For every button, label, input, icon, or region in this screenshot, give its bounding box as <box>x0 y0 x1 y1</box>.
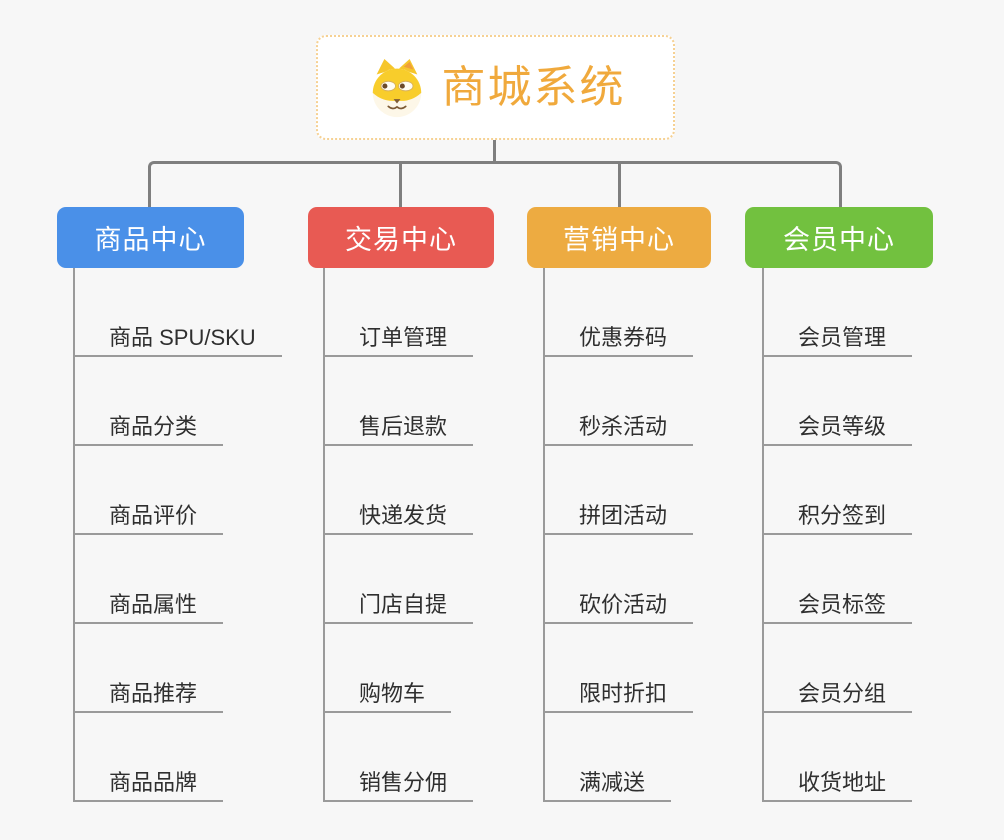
branch-items-marketing-center: 优惠券码 秒杀活动 拼团活动 砍价活动 限时折扣 满减送 <box>543 268 694 802</box>
item-label: 收货地址 <box>798 770 887 795</box>
mindmap-item[interactable]: 收货地址 <box>764 713 913 802</box>
mindmap-item[interactable]: 会员等级 <box>764 357 913 446</box>
item-label: 会员等级 <box>798 414 887 439</box>
item-label: 会员分组 <box>798 681 887 706</box>
branch-label: 会员中心 <box>783 225 895 255</box>
item-label: 销售分佣 <box>359 770 448 795</box>
branch-node-member-center[interactable]: 会员中心 <box>745 207 933 268</box>
mindmap-item[interactable]: 秒杀活动 <box>545 357 694 446</box>
connector-drop-marketing <box>618 163 621 207</box>
item-label: 会员管理 <box>798 325 887 350</box>
item-label: 限时折扣 <box>579 681 668 706</box>
connector-elbow-right <box>495 161 842 207</box>
item-label: 积分签到 <box>798 503 887 528</box>
connector-drop-trade <box>399 163 402 207</box>
mindmap-item[interactable]: 销售分佣 <box>325 713 474 802</box>
item-label: 拼团活动 <box>579 503 668 528</box>
branch-node-trade-center[interactable]: 交易中心 <box>308 207 494 268</box>
mindmap-item[interactable]: 快递发货 <box>325 446 474 535</box>
mindmap-item[interactable]: 限时折扣 <box>545 624 694 713</box>
mindmap-item[interactable]: 会员分组 <box>764 624 913 713</box>
branch-items-product-center: 商品 SPU/SKU 商品分类 商品评价 商品属性 商品推荐 商品品牌 <box>73 268 282 802</box>
branch-node-product-center[interactable]: 商品中心 <box>57 207 244 268</box>
item-label: 商品评价 <box>109 503 198 528</box>
item-label: 商品品牌 <box>109 770 198 795</box>
mindmap-item[interactable]: 商品推荐 <box>75 624 224 713</box>
mindmap-item[interactable]: 优惠券码 <box>545 268 694 357</box>
mindmap-item[interactable]: 积分签到 <box>764 446 913 535</box>
item-label: 订单管理 <box>359 325 448 350</box>
root-title: 商城系统 <box>441 62 626 112</box>
mindmap-item[interactable]: 售后退款 <box>325 357 474 446</box>
branch-items-trade-center: 订单管理 售后退款 快递发货 门店自提 购物车 销售分佣 <box>323 268 474 802</box>
mindmap-item[interactable]: 拼团活动 <box>545 446 694 535</box>
item-label: 快递发货 <box>359 503 448 528</box>
item-label: 秒杀活动 <box>579 414 668 439</box>
item-label: 购物车 <box>359 681 426 706</box>
mindmap-item[interactable]: 商品分类 <box>75 357 224 446</box>
branch-items-member-center: 会员管理 会员等级 积分签到 会员标签 会员分组 收货地址 <box>762 268 913 802</box>
branch-label: 商品中心 <box>94 225 207 255</box>
mindmap-item[interactable]: 砍价活动 <box>545 535 694 624</box>
mindmap-item[interactable]: 订单管理 <box>325 268 474 357</box>
item-label: 砍价活动 <box>579 592 668 617</box>
mindmap-item[interactable]: 商品 SPU/SKU <box>75 268 282 357</box>
item-label: 门店自提 <box>359 592 448 617</box>
item-label: 商品分类 <box>109 414 198 439</box>
branch-label: 营销中心 <box>563 225 675 255</box>
shiba-dog-icon <box>366 57 428 119</box>
mindmap-item[interactable]: 商品品牌 <box>75 713 224 802</box>
mindmap-item[interactable]: 满减送 <box>545 713 672 802</box>
mindmap-item[interactable]: 商品属性 <box>75 535 224 624</box>
branch-node-marketing-center[interactable]: 营销中心 <box>527 207 711 268</box>
item-label: 商品 SPU/SKU <box>109 325 256 350</box>
item-label: 售后退款 <box>359 414 448 439</box>
item-label: 商品属性 <box>109 592 198 617</box>
item-label: 优惠券码 <box>579 325 668 350</box>
mindmap-item[interactable]: 会员标签 <box>764 535 913 624</box>
item-label: 商品推荐 <box>109 681 198 706</box>
mindmap-item[interactable]: 购物车 <box>325 624 452 713</box>
mindmap-item[interactable]: 门店自提 <box>325 535 474 624</box>
connector-elbow-left <box>148 161 495 207</box>
root-node[interactable]: 商城系统 <box>316 35 675 140</box>
item-label: 会员标签 <box>798 592 887 617</box>
connector-root-stub <box>493 140 496 163</box>
mindmap-item[interactable]: 商品评价 <box>75 446 224 535</box>
mindmap-item[interactable]: 会员管理 <box>764 268 913 357</box>
item-label: 满减送 <box>579 770 646 795</box>
branch-label: 交易中心 <box>345 225 457 255</box>
